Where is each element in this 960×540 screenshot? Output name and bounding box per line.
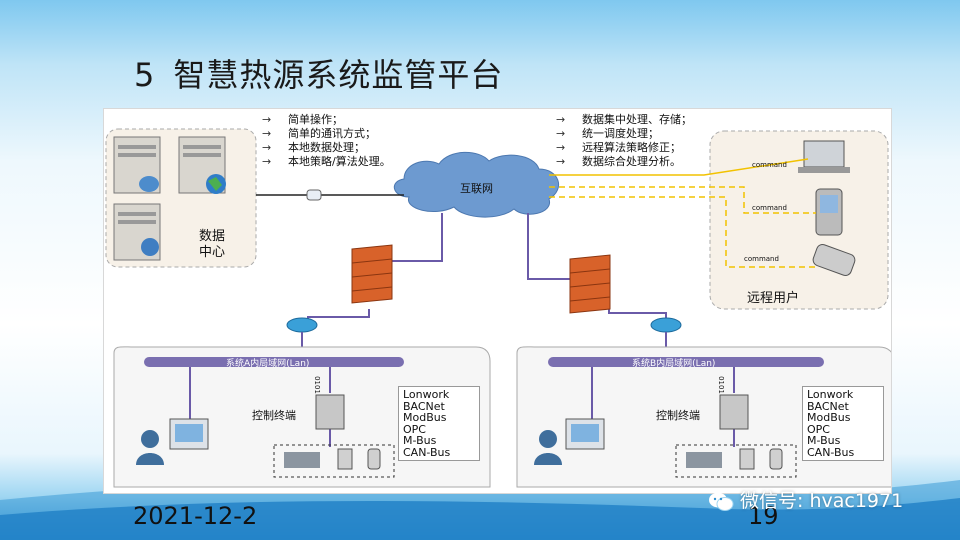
control-terminal-b-label: 控制终端 [656,409,700,422]
local-features-list: →简单操作； →简单的通讯方式； →本地数据处理； →本地策略/算法处理。 [262,113,391,169]
router-a-icon [286,317,318,333]
command-label-2: command [752,204,787,212]
remote-link-solid [549,158,809,176]
list-item: CAN-Bus [403,445,451,459]
protocol-list-a: Lonwork BACNet ModBus OPC M-Bus CAN-Bus [398,386,480,461]
remote-users-box [709,130,889,310]
workstation-a-icon [169,418,209,450]
slide-number: 5 [134,56,156,94]
field-devices-a-box [273,444,395,478]
command-label-1: command [752,161,787,169]
command-label-3: command [744,255,779,263]
list-item: BACNet [807,399,849,413]
list-item: →数据综合处理分析。 [556,155,681,168]
link-internet-firewall-b [527,213,584,280]
list-item: OPC [403,422,426,436]
list-item: →本地策略/算法处理。 [262,155,391,168]
list-item: M-Bus [807,434,841,447]
lan-a-area [113,346,491,488]
list-item: →数据集中处理、存储； [556,113,692,126]
list-item: →远程算法策略修正； [556,141,681,154]
internet-cloud [394,151,560,218]
link-device-icon [306,189,322,201]
pda-icon [815,188,843,236]
control-terminal-b-icon [719,394,749,430]
control-terminal-a-label: 控制终端 [252,409,296,422]
list-item: →本地数据处理； [262,141,365,154]
slide-title: 智慧热源系统监管平台 [173,56,504,94]
laptop-icon [798,140,850,173]
operator-b-icon [539,430,557,448]
link-firewall-b-router-b [608,309,667,321]
remote-features-list: →数据集中处理、存储； →统一调度处理； →远程算法策略修正； →数据综合处理分… [556,113,692,169]
list-item: Lonwork [807,388,854,401]
slide-page-number: 19 [748,502,779,530]
list-item: ModBus [403,411,447,424]
list-item: M-Bus [403,434,437,447]
lan-a-label: 系统A内局域网(Lan) [226,359,310,369]
system-architecture-diagram: 数据 中心 互联网 远程用户 →简单操作； →简单的通讯方式； →本地数据处理；… [103,108,892,494]
mobile-phone-icon [812,244,856,276]
slide-date: 2021-12-2 [133,502,258,530]
protocol-list-b: Lonwork BACNet ModBus OPC M-Bus CAN-Bus [802,386,884,461]
link-firewall-a-router-a [307,309,370,321]
workstation-b-icon [565,418,605,450]
control-terminal-a-icon [315,394,345,430]
remote-users-label: 远程用户 [747,291,800,306]
database-icon [139,176,159,192]
list-item: →统一调度处理； [556,127,659,140]
user-icon [141,238,159,256]
list-item: ModBus [807,411,851,424]
terminal-b-tag: 0101 [716,376,725,394]
watermark-text: 微信号: hvac1971 [740,490,904,512]
list-item: BACNet [403,399,445,413]
list-item: →简单的通讯方式； [262,127,376,140]
lan-b-area [516,346,891,488]
router-b-icon [650,317,682,333]
data-center-label: 数据 中心 [199,229,226,260]
remote-link-dash-2 [549,196,816,268]
list-item: Lonwork [403,388,450,401]
lan-a-bar [144,357,404,367]
list-item: CAN-Bus [807,445,855,459]
page-title: 5 智慧热源系统监管平台 [134,50,503,96]
wechat-icon [709,492,734,511]
operator-a-icon [141,430,159,448]
lan-b-bar [548,357,824,367]
lan-b-label: 系统B内局域网(Lan) [632,359,716,369]
terminal-a-tag: 0101 [312,376,321,394]
watermark: 微信号: hvac1971 [708,486,903,513]
field-devices-b-box [675,444,797,478]
firewall-a-icon [351,244,393,304]
firewall-b-icon [569,254,611,314]
list-item: →简单操作； [262,113,343,126]
list-item: OPC [807,422,830,436]
internet-label: 互联网 [460,182,493,195]
